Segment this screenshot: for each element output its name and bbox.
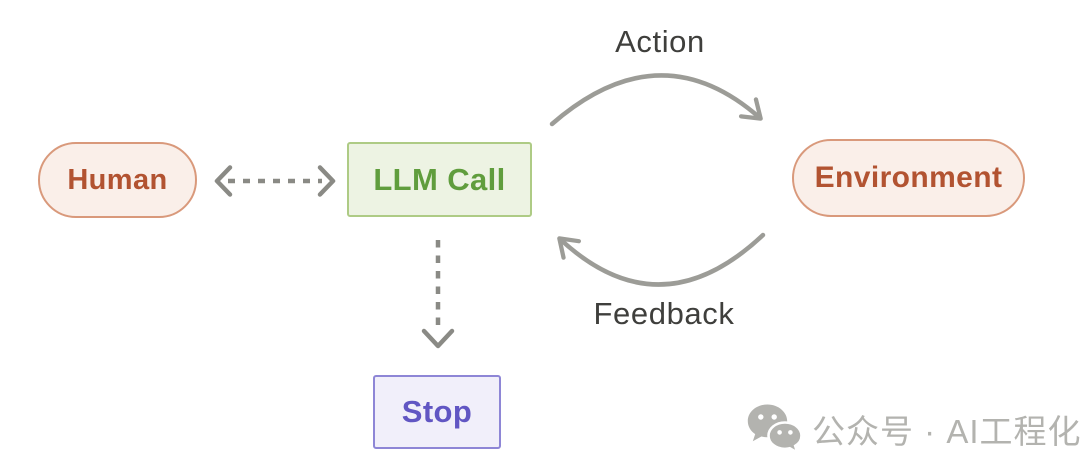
- left-chevron-icon: [214, 165, 233, 197]
- right-chevron-icon: [317, 165, 336, 197]
- feedback-arrow: [557, 232, 766, 287]
- action-arrow: [549, 73, 763, 127]
- action-edge-label: Action: [615, 24, 705, 59]
- wechat-icon: [747, 404, 803, 455]
- node-human: Human: [38, 142, 197, 218]
- node-environment-label: Environment: [814, 161, 1003, 194]
- llm-stop-dashed-arrow: [421, 240, 455, 349]
- human-llm-dashed-arrow: [214, 165, 336, 197]
- node-stop: Stop: [373, 375, 501, 449]
- feedback-edge-label: Feedback: [593, 296, 735, 331]
- watermark-text: 公众号 · AI工程化: [812, 412, 1080, 450]
- node-environment: Environment: [792, 139, 1025, 217]
- node-stop-label: Stop: [401, 394, 473, 429]
- down-chevron-icon: [421, 328, 455, 349]
- node-llm-call: LLM Call: [347, 142, 532, 217]
- node-llm-call-label: LLM Call: [373, 161, 506, 197]
- node-human-label: Human: [67, 163, 168, 196]
- watermark: 公众号 · AI工程化: [746, 402, 1080, 455]
